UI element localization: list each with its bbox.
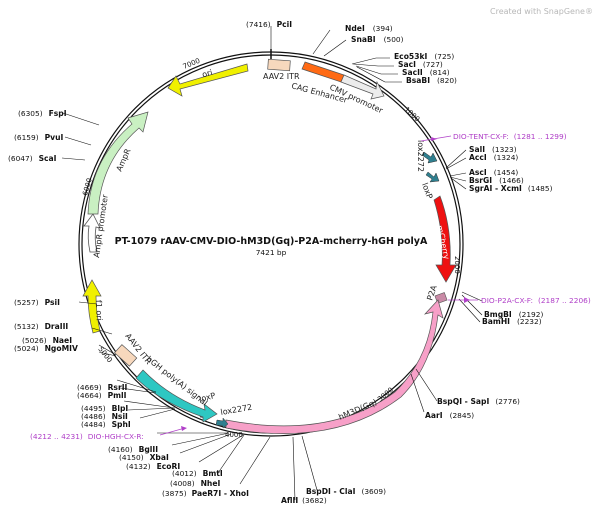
feature-label-ori: ori xyxy=(201,68,214,80)
site-aflii: AflII(3682) xyxy=(281,496,327,505)
site-pmli: (4664)PmlI xyxy=(77,391,127,400)
site-bspdi-clai: BspDI - ClaI(3609) xyxy=(306,487,386,496)
site-draiii: (5132)DraIII xyxy=(14,322,68,331)
feature-label-loxp-bottom: loxP xyxy=(198,391,216,404)
site-scai: (6047)ScaI xyxy=(8,154,57,163)
lox2272-right-feature xyxy=(421,151,438,164)
lox2272-bottom-feature xyxy=(215,417,229,429)
tick-2000: 2000 xyxy=(453,256,461,274)
site-ecori: (4132)EcoRI xyxy=(126,462,180,471)
primer-marks xyxy=(159,135,478,436)
site-ndei: NdeI(394) xyxy=(345,24,393,33)
map-title: PT-1079 rAAV-CMV-DIO-hM3D(Gq)-P2A-mcherr… xyxy=(115,236,428,247)
site-nsii: (4486)NsiI xyxy=(81,412,128,421)
site-bmti: (4012)BmtI xyxy=(172,469,223,478)
site-bmgbi: BmgBI(2192) xyxy=(484,310,543,319)
site-nhei: (4008)NheI xyxy=(170,479,220,488)
primer-dio-p2a-cx-f: DIO-P2A-CX-F:(2187 .. 2206) xyxy=(481,296,591,305)
cmv-promoter-feature xyxy=(340,74,385,100)
site-naei: (5026)NaeI xyxy=(22,336,72,345)
feature-label-loxp-right: loxP xyxy=(420,182,434,201)
leader-lines xyxy=(61,26,483,501)
site-sacii: SacII(814) xyxy=(402,68,450,77)
site-eco53ki: Eco53kI(725) xyxy=(394,52,454,61)
site-bsrgi: BsrGI(1466) xyxy=(469,176,524,185)
site-blpi: (4495)BlpI xyxy=(81,404,128,413)
tick-4000: 4000 xyxy=(225,431,243,439)
site-bsabi: BsaBI(820) xyxy=(406,76,457,85)
site-fspi: (6305)FspI xyxy=(18,109,67,118)
site-snabi: SnaBI(500) xyxy=(351,35,404,44)
site-pvui: (6159)PvuI xyxy=(14,133,63,142)
site-paer7i-xhoi: (3875)PaeR7I - XhoI xyxy=(162,489,249,498)
site-rsrii: (4669)RsrII xyxy=(77,383,128,392)
aav2-itr-feature xyxy=(267,58,291,72)
feature-label-lox2272-bottom: lox2272 xyxy=(220,403,253,417)
site-sgrai-xcmi: SgrAI - XcmI(1485) xyxy=(469,184,553,193)
watermark-text: Created with SnapGene® xyxy=(490,7,593,16)
site-saci: SacI(727) xyxy=(398,60,443,69)
site-asci: AscI(1454) xyxy=(469,168,518,177)
site-bamhi: BamHI(2232) xyxy=(482,317,542,326)
map-length: 7421 bp xyxy=(256,248,287,257)
feature-label-aav2-itr: AAV2 ITR xyxy=(263,72,300,81)
site-sphi: (4484)SphI xyxy=(81,420,131,429)
mcherry-feature xyxy=(433,195,457,283)
feature-label-lox2272-right: lox2272 xyxy=(416,140,425,172)
loxp-right-feature xyxy=(425,171,440,183)
primer-dio-tent-cx-f: DIO-TENT-CX-F:(1281 .. 1299) xyxy=(453,132,567,141)
site-xbai: (4150)XbaI xyxy=(119,453,169,462)
site-bspqi-sapi: BspQI - SapI(2776) xyxy=(437,397,520,406)
site-pcii: (7416)PciI xyxy=(246,20,292,29)
f1-ori-feature xyxy=(82,279,102,334)
hm3d-gq-feature xyxy=(225,299,444,434)
site-aari: AarI(2845) xyxy=(425,411,474,420)
ori-feature xyxy=(167,63,249,97)
site-ngomiv: (5024)NgoMIV xyxy=(14,344,78,353)
site-bglii: (4160)BglII xyxy=(108,445,158,454)
site-psii: (5257)PsiI xyxy=(14,298,60,307)
aav2-itr-left-feature xyxy=(114,344,138,367)
site-acci: AccI(1324) xyxy=(469,153,518,162)
primer-dio-hgh-cx-r: (4212 .. 4231)DIO-HGH-CX-R: xyxy=(30,432,144,441)
ampr-promoter-feature xyxy=(83,213,101,253)
feature-label-f1-ori: f1 ori xyxy=(94,300,104,321)
feature-label-cag-enhancer: CAG Enhancer xyxy=(290,81,348,105)
ampr-feature xyxy=(87,111,149,215)
cag-enhancer-feature xyxy=(301,61,345,83)
site-sali: SalI(1323) xyxy=(469,145,517,154)
